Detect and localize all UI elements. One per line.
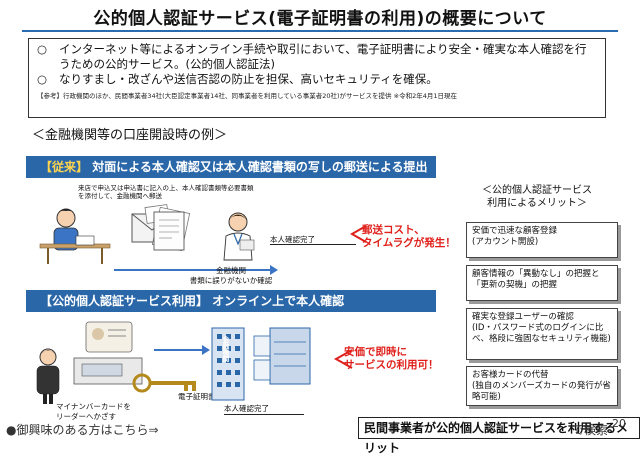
online-complete-label: 本人確認完了 (224, 404, 269, 414)
online-banner: 【公的個人認証サービス利用】 オンライン上で本人確認 (26, 290, 436, 312)
conventional-banner-text: 対面による本人確認又は本人確認書類の写しの郵送による提出 (92, 160, 427, 174)
summary-bullet: ○ インターネット等によるオンライン手続や取引において、電子証明書により安全・確… (37, 42, 597, 72)
title-underline (22, 30, 618, 32)
page-number: 20 (612, 417, 626, 430)
benefit-text: 安価で即時に サービスの利用可！ (344, 346, 439, 372)
conventional-banner: 【従来】 対面による本人確認又は本人確認書類の写しの郵送による提出 (26, 156, 436, 178)
merit-item: 顧客情報の「異動なし」の把握と「更新の契機」の把握 (466, 265, 618, 301)
footer-lead: ●御興味のある方はこちら⇒ (6, 421, 159, 438)
bullet-mark: ○ (37, 42, 59, 72)
page-title: 公的個人認証サービス(電子証明書の利用)の概要について (0, 4, 640, 29)
bank-caption: 金融機関 書類に誤りがないか確認 (176, 266, 286, 285)
summary-box: ○ インターネット等によるオンライン手続や取引において、電子証明書により安全・確… (28, 38, 606, 118)
example-subheading: ＜金融機関等の口座開設時の例＞ (32, 124, 227, 143)
store-caption: 来店で申込又は申込書に記入の上、本人確認書類等必要書類を添付して、金融機関へ郵送 (78, 184, 258, 200)
key-icon (132, 372, 202, 394)
bullet-text: インターネット等によるオンライン手続や取引において、電子証明書により安全・確実な… (59, 42, 597, 72)
online-complete-underline (224, 414, 304, 415)
bank-clerk-illustration (214, 210, 262, 264)
customer-with-phone-illustration (28, 346, 68, 406)
search-suffix: で検索 (572, 421, 608, 438)
bullet-mark: ○ (37, 72, 59, 87)
merit-item: お客様カードの代替 (独自のメンバーズカードの発行が省略可能) (466, 366, 618, 406)
documents-stack-icon (150, 206, 196, 256)
card-reader-caption: マイナンバーカードを リーダーへかざす (56, 402, 166, 421)
merits-heading: ＜公的個人認証サービス 利用によるメリット＞ (452, 184, 622, 210)
bank-building-label: 金融機関 (221, 336, 229, 362)
summary-bullet: ○ なりすまし・改ざんや送信否認の防止を担保、高いセキュリティを確保。 (37, 72, 597, 87)
complete-underline (270, 244, 356, 245)
merit-item: 確実な登録ユーザーの確認 (ID・パスワード式のログインに比べ、格段に強固なセキ… (466, 308, 618, 360)
bullet-text: なりすまし・改ざんや送信否認の防止を担保、高いセキュリティを確保。 (59, 72, 597, 87)
reference-note: 【参考】行政機関のほか、民間事業者34社(大臣認定事業者14社、同事業者を利用し… (37, 90, 597, 100)
server-icon (252, 326, 318, 388)
customer-at-desk-illustration (36, 206, 116, 266)
problem-text: 郵送コスト、 タイムラグが発生！ (362, 224, 456, 250)
network-arrows (150, 330, 210, 370)
merit-item: 安価で迅速な顧客登録 (アカウント開設) (466, 222, 618, 258)
conventional-banner-prefix: 【従来】 (40, 160, 88, 174)
